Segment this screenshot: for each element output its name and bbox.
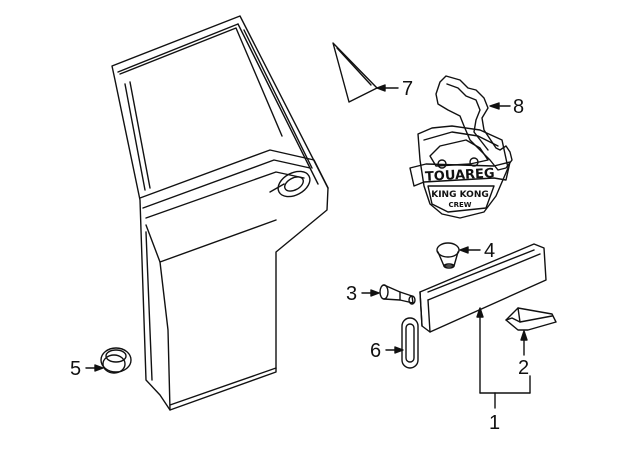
part-6-pad	[401, 317, 419, 369]
callout-5: 5	[70, 358, 81, 380]
part-8-emblem	[409, 75, 513, 219]
leader-3	[361, 289, 380, 297]
part-5-plug	[100, 347, 132, 374]
callout-1: 1	[489, 412, 500, 434]
callout-8: 8	[513, 96, 524, 118]
leader-5	[85, 364, 104, 372]
part-1-door-molding	[419, 243, 547, 333]
leader-4	[459, 246, 481, 254]
leader-6	[385, 346, 404, 354]
leader-2	[520, 330, 528, 356]
part-7-corner-trim	[332, 42, 378, 103]
callout-7: 7	[402, 78, 413, 100]
leader-1	[476, 307, 531, 409]
callout-6: 6	[370, 340, 381, 362]
callout-2: 2	[518, 357, 529, 379]
leader-7	[376, 84, 399, 92]
callout-labels: 7 8 4 3 2 6 5 1	[70, 78, 529, 434]
emblem-line-2: KING KONG	[431, 190, 489, 200]
callout-3: 3	[346, 283, 357, 305]
emblem-line-3: CREW	[448, 201, 471, 209]
part-4-clip	[436, 242, 460, 269]
rear-door-shell	[111, 15, 329, 411]
leader-8	[489, 102, 511, 110]
emblem-line-1: TOUAREG	[425, 166, 495, 185]
part-3-bolt	[379, 284, 416, 305]
part-2-bracket	[505, 307, 557, 331]
emblem-text: TOUAREG KING KONG CREW	[425, 166, 495, 209]
callout-4: 4	[484, 240, 495, 262]
